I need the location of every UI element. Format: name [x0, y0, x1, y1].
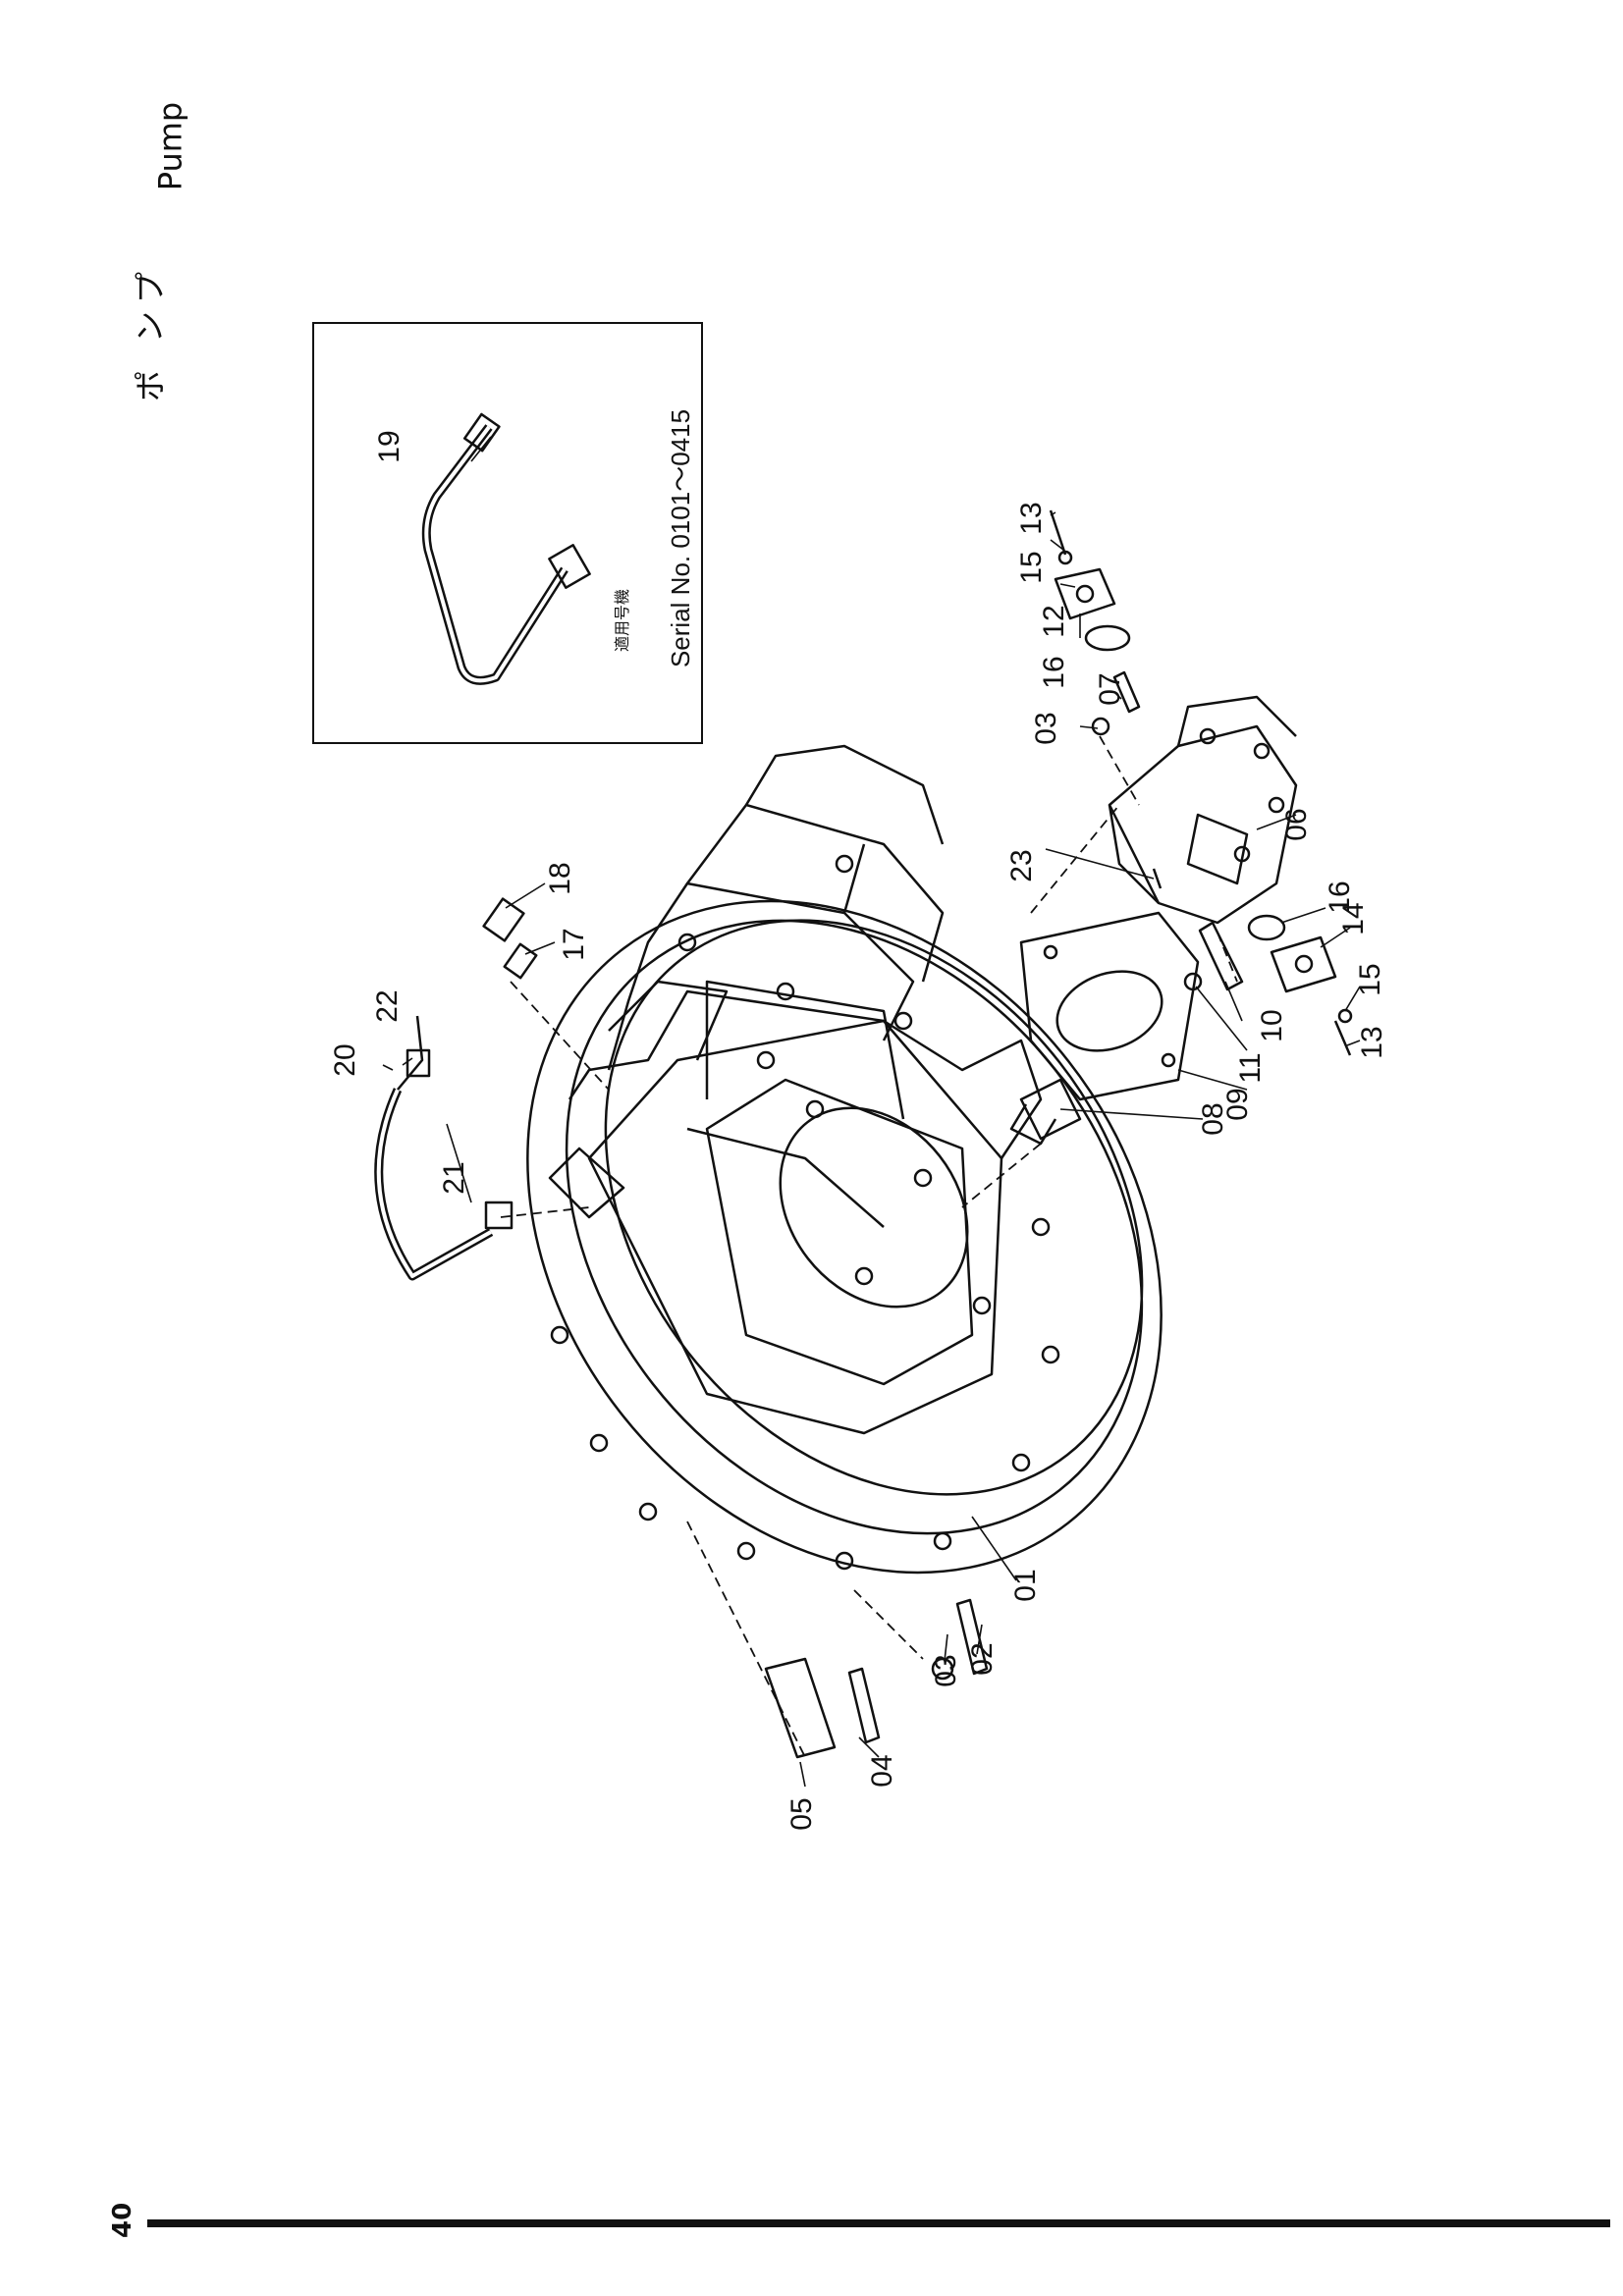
assembly-lines [500, 735, 1238, 1758]
callout-11: 11 [1234, 1052, 1267, 1083]
o-ring-16-top [1084, 624, 1131, 652]
callout-14: 14 [1337, 902, 1370, 934]
bolt-ring [550, 854, 1060, 1571]
bolt-07 [1112, 670, 1141, 714]
flange-12 [1054, 567, 1116, 620]
footer-rule [147, 2219, 1610, 2227]
callout-15-bottom: 15 [1354, 963, 1386, 995]
callout-18: 18 [544, 862, 576, 894]
adaptor-plate-09 [1019, 911, 1200, 1101]
callout-09: 09 [1221, 1088, 1254, 1120]
callout-03-top: 03 [1030, 712, 1062, 744]
bolt-10 [1198, 921, 1244, 991]
callout-17: 17 [558, 928, 590, 960]
washer-03-bottom [931, 1657, 954, 1681]
callout-22: 22 [371, 989, 404, 1022]
washer-11 [1183, 972, 1203, 991]
hose-20 [374, 1015, 494, 1281]
washer-03-top [1091, 717, 1110, 736]
callout-15-top: 15 [1015, 551, 1048, 583]
main-pump-body [526, 744, 1163, 1575]
fitting-17 [503, 942, 538, 980]
callout-12: 12 [1038, 605, 1070, 637]
callout-23: 23 [1005, 849, 1038, 881]
o-ring-16-bottom [1247, 914, 1286, 941]
callout-08: 08 [1197, 1102, 1229, 1135]
callout-07: 07 [1094, 672, 1126, 705]
washer-15-top [1057, 550, 1073, 565]
callout-13-bottom: 13 [1356, 1026, 1388, 1058]
flange-14 [1270, 935, 1337, 993]
bolt-02 [955, 1598, 989, 1676]
callout-03-bottom: 03 [930, 1654, 962, 1686]
callout-labels: 01 02 03 04 05 06 07 03 08 09 10 11 12 1… [329, 430, 1388, 1830]
callout-16-top: 16 [1038, 656, 1070, 688]
aux-pump-06 [1108, 695, 1298, 925]
page-number: 40 [108, 2202, 137, 2238]
inset-pipe-19 [421, 412, 591, 685]
gear-08 [1009, 1078, 1082, 1146]
inset-box [312, 322, 703, 744]
callout-04: 04 [866, 1754, 898, 1787]
bolt-13-bottom [1333, 1020, 1352, 1056]
bolt-04 [847, 1667, 881, 1744]
callout-02: 02 [966, 1642, 999, 1675]
callout-20: 20 [329, 1043, 361, 1076]
bracket-05 [764, 1657, 837, 1759]
callout-05: 05 [785, 1797, 818, 1830]
callout-21: 21 [438, 1161, 470, 1194]
washer-15-bottom [1337, 1008, 1353, 1024]
pin-23 [1152, 868, 1163, 889]
callout-01: 01 [1009, 1569, 1042, 1601]
callout-16-bottom: 16 [1324, 881, 1356, 913]
callout-06: 06 [1280, 808, 1313, 840]
callout-19: 19 [373, 430, 406, 462]
fitting-22 [406, 1048, 431, 1078]
fitting-21 [484, 1201, 514, 1230]
callout-13-top: 13 [1015, 502, 1048, 534]
leader-lines [382, 436, 1361, 1788]
callout-10: 10 [1256, 1009, 1288, 1041]
bolt-13-top [1049, 509, 1067, 556]
fitting-18 [482, 897, 525, 942]
